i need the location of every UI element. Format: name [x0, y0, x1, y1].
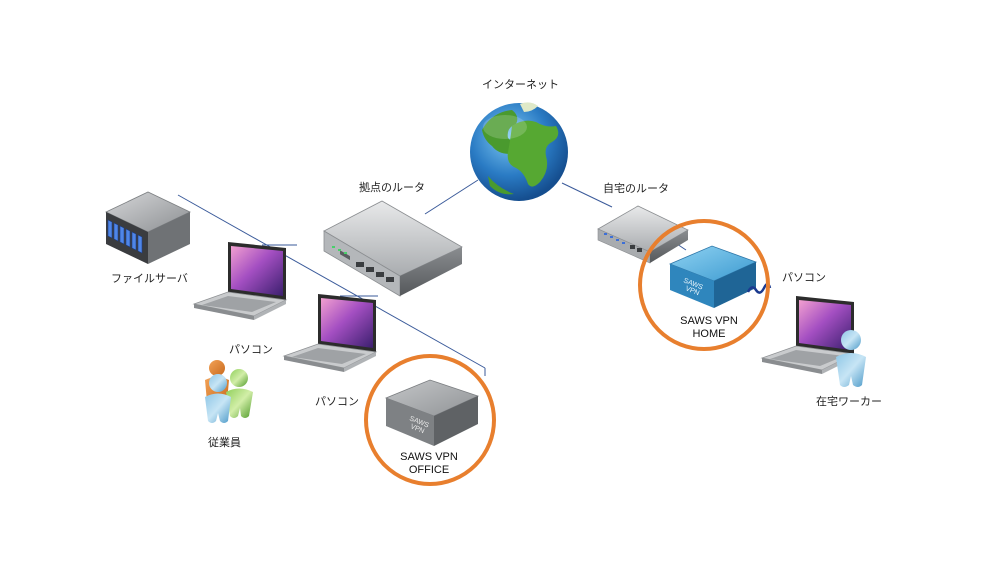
- vpn-home-line2: HOME: [692, 328, 726, 340]
- laptop-icon: [283, 293, 377, 373]
- router-icon: [323, 200, 463, 297]
- internet-label: インターネット: [482, 78, 559, 91]
- vpn-home-line1: SAWS VPN: [680, 315, 738, 327]
- vpn-box-text: VPN: [409, 423, 425, 435]
- vpn-office-line2: OFFICE: [408, 464, 450, 476]
- pc-mid-label: パソコン: [315, 395, 359, 408]
- router-icon: [597, 205, 689, 264]
- person-icon: [836, 330, 866, 387]
- home-router-label: 自宅のルータ: [603, 182, 669, 195]
- base-router-label: 拠点のルータ: [359, 181, 425, 194]
- home-worker-label: 在宅ワーカー: [816, 395, 882, 408]
- server-icon: [105, 191, 191, 264]
- laptop-icon: [193, 241, 287, 321]
- vpn-home-label: SAWS VPN HOME: [680, 315, 738, 341]
- highlight-ring-home: [638, 219, 770, 351]
- employees-label: 従業員: [208, 436, 241, 449]
- vpn-box-icon: SAWS VPN: [668, 245, 772, 308]
- vpn-office-label: SAWS VPN OFFICE: [400, 451, 458, 477]
- pc-home-label: パソコン: [782, 271, 826, 284]
- person-icon: [205, 360, 253, 423]
- highlight-ring-office: [364, 354, 496, 486]
- pc-left-label: パソコン: [229, 343, 273, 356]
- vpn-box-icon: SAWS VPN: [384, 379, 480, 446]
- globe-icon: [470, 102, 568, 201]
- connector-lines: [177, 179, 687, 376]
- vpn-box-text: VPN: [684, 285, 700, 297]
- file-server-label: ファイルサーバ: [111, 272, 188, 285]
- vpn-office-line1: SAWS VPN: [400, 451, 458, 463]
